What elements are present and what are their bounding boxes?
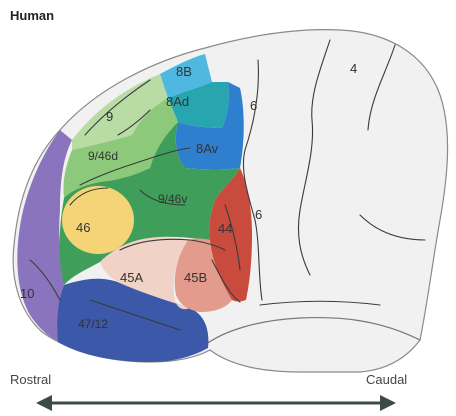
label-4: 4 [350, 61, 357, 76]
label-6-upper: 6 [250, 98, 257, 113]
label-8ad: 8Ad [166, 94, 189, 109]
caudal-label: Caudal [366, 372, 407, 387]
rostral-label: Rostral [10, 372, 51, 387]
label-46: 46 [76, 220, 90, 235]
label-47-12: 47/12 [78, 317, 108, 331]
label-44: 44 [218, 221, 232, 236]
label-10: 10 [20, 286, 34, 301]
label-9: 9 [106, 109, 113, 124]
label-8b: 8B [176, 64, 192, 79]
label-6-lower: 6 [255, 207, 262, 222]
arrow-head-right [380, 395, 396, 411]
label-9-46v: 9/46v [158, 192, 187, 206]
rostral-caudal-arrow [36, 395, 396, 411]
area-46 [62, 186, 134, 254]
label-8av: 8Av [196, 141, 219, 156]
label-45a: 45A [120, 270, 143, 285]
diagram-title: Human [10, 8, 54, 23]
label-45b: 45B [184, 270, 207, 285]
label-9-46d: 9/46d [88, 149, 118, 163]
arrow-head-left [36, 395, 52, 411]
